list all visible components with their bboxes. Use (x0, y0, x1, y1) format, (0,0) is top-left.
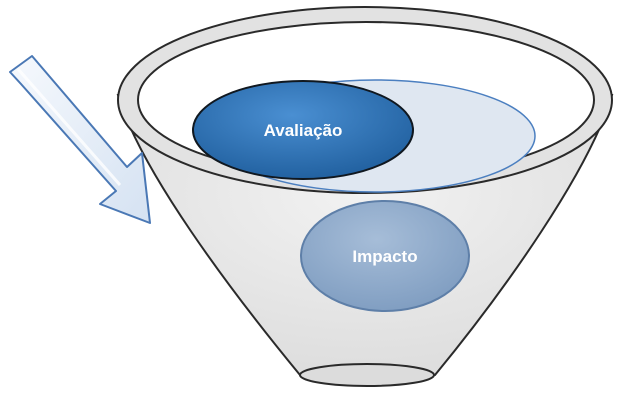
evaluation-ellipse (192, 80, 414, 180)
evaluation-label: Avaliação (264, 121, 343, 140)
impact-label: Impacto (352, 247, 417, 266)
arrow-down-right-icon (9, 55, 151, 224)
funnel-bottom-ellipse (299, 363, 435, 387)
impact-ellipse (300, 200, 470, 312)
